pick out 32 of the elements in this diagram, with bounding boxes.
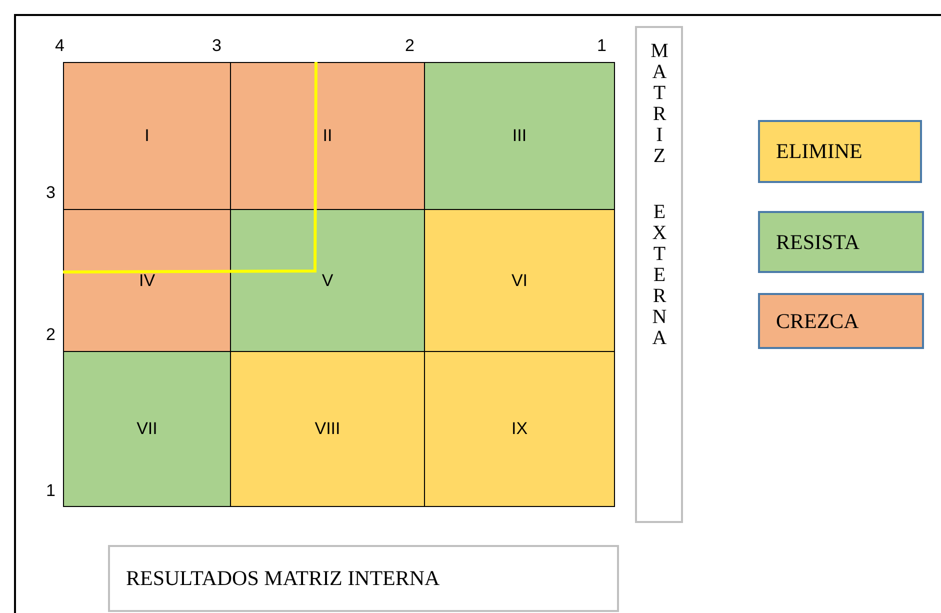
- axis-title-box: [635, 26, 683, 523]
- quadrant-number: II: [322, 126, 332, 146]
- matrix-cell: [230, 351, 425, 507]
- quadrant-number: VII: [136, 419, 158, 439]
- axis-tick-label: 1: [46, 481, 56, 501]
- matrix-cell: [230, 62, 425, 210]
- quadrant-number: V: [322, 270, 334, 290]
- quadrant-number: IX: [511, 419, 528, 439]
- matrix-cell: [424, 351, 615, 507]
- quadrant-number: VI: [511, 270, 528, 290]
- matrix-cell: [63, 62, 231, 210]
- matrix-cell: [63, 209, 231, 352]
- legend-entry: ELIMINE: [758, 120, 922, 183]
- matrix-cell: [230, 209, 425, 352]
- axis-title-box: [108, 545, 619, 612]
- axis-tick-label: 1: [597, 36, 606, 56]
- axis-title: MATRIZ EXTERNA: [648, 40, 670, 350]
- quadrant-number: III: [512, 126, 527, 146]
- axis-tick-label: 4: [55, 36, 64, 56]
- axis-tick-label: 3: [46, 183, 56, 203]
- matrix-cell: [424, 209, 615, 352]
- quadrant-number: I: [144, 126, 150, 146]
- quadrant-number: IV: [138, 270, 156, 290]
- legend-entry: RESISTA: [758, 211, 924, 273]
- matrix-cell: [424, 62, 615, 210]
- axis-title: RESULTADOS MATRIZ INTERNA: [126, 566, 440, 591]
- legend-entry: CREZCA: [758, 293, 924, 349]
- quadrant-number: VIII: [314, 419, 340, 439]
- matrix-cell: [63, 351, 231, 507]
- axis-tick-label: 2: [405, 36, 414, 56]
- axis-tick-label: 3: [212, 36, 222, 56]
- axis-tick-label: 2: [46, 325, 56, 345]
